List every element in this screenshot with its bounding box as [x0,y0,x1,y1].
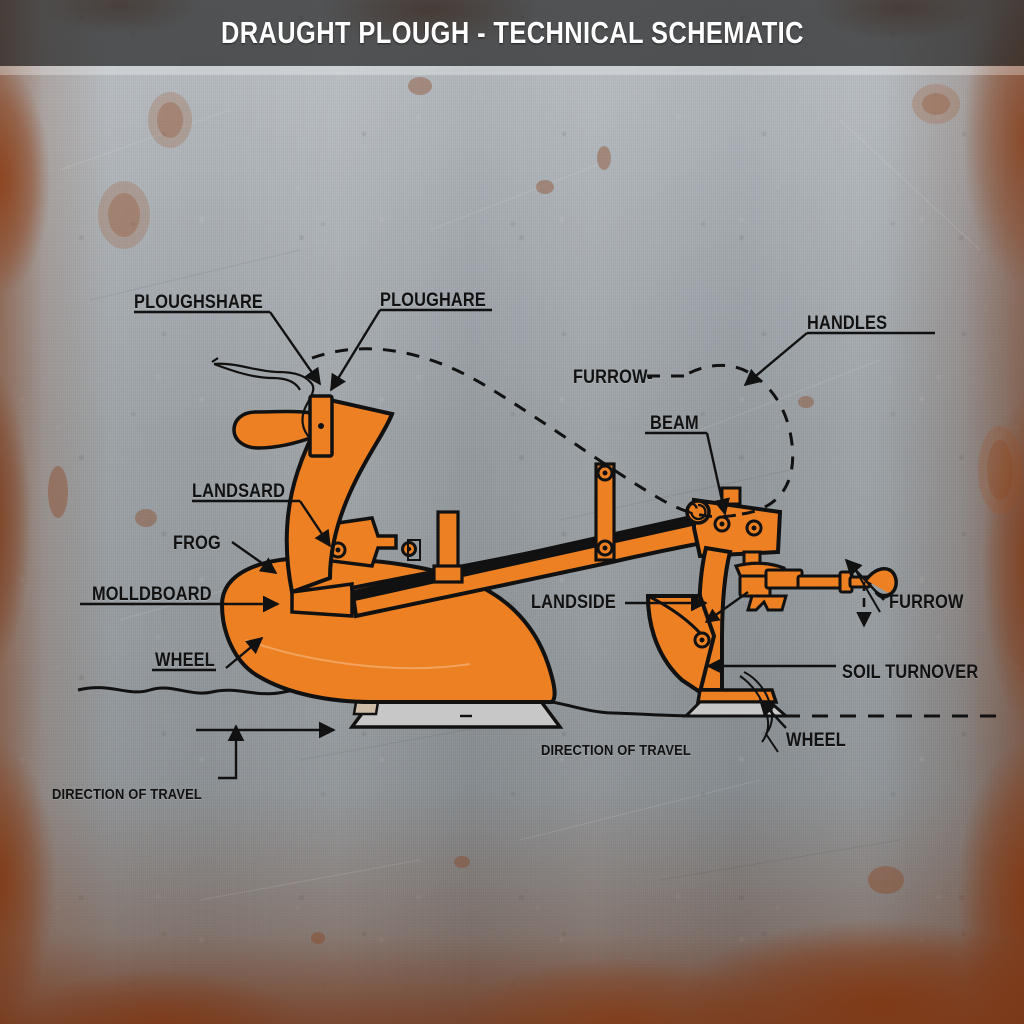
callout-label-wheel-right: WHEEL [786,730,846,751]
callout-label-direction-center: DIRECTION OF TRAVEL [541,742,691,759]
title-bar: DRAUGHT PLOUGH - TECHNICAL SCHEMATIC [0,0,1024,66]
callout-label-furrow-top: FURROW- [573,367,653,388]
beam-head-block [685,486,783,570]
callout-label-ploughshare-left: PLOUGHSHARE [134,292,263,313]
furrow-dashed-path [311,347,795,519]
handle-grip [232,394,334,458]
beam-clamp-a [436,510,460,572]
callout-label-wheel-left: WHEEL [155,650,215,671]
hitch-arm-assembly [733,561,898,612]
callout-label-molldboard: MOLLDBOARD [92,584,212,605]
frog-bracket [322,516,398,568]
right-share-blade [645,594,779,704]
callout-label-soil-turnover: SOIL TURNOVER [842,662,979,683]
leader-lines [80,308,935,780]
callout-label-beam: BEAM [650,413,699,434]
page-title: DRAUGHT PLOUGH - TECHNICAL SCHEMATIC [220,15,804,50]
callout-label-handles: HANDLES [807,313,888,334]
callout-label-landside: LANDSIDE [531,592,616,613]
callout-label-direction-left: DIRECTION OF TRAVEL [52,786,202,803]
callout-label-ploughare-right: PLOUGHARE [380,290,486,311]
callout-label-landsard: LANDSARD [192,481,286,502]
callout-label-furrow-right: FURROW [889,592,964,613]
title-underbar [0,66,1024,75]
callout-label-frog: FROG [173,533,221,554]
